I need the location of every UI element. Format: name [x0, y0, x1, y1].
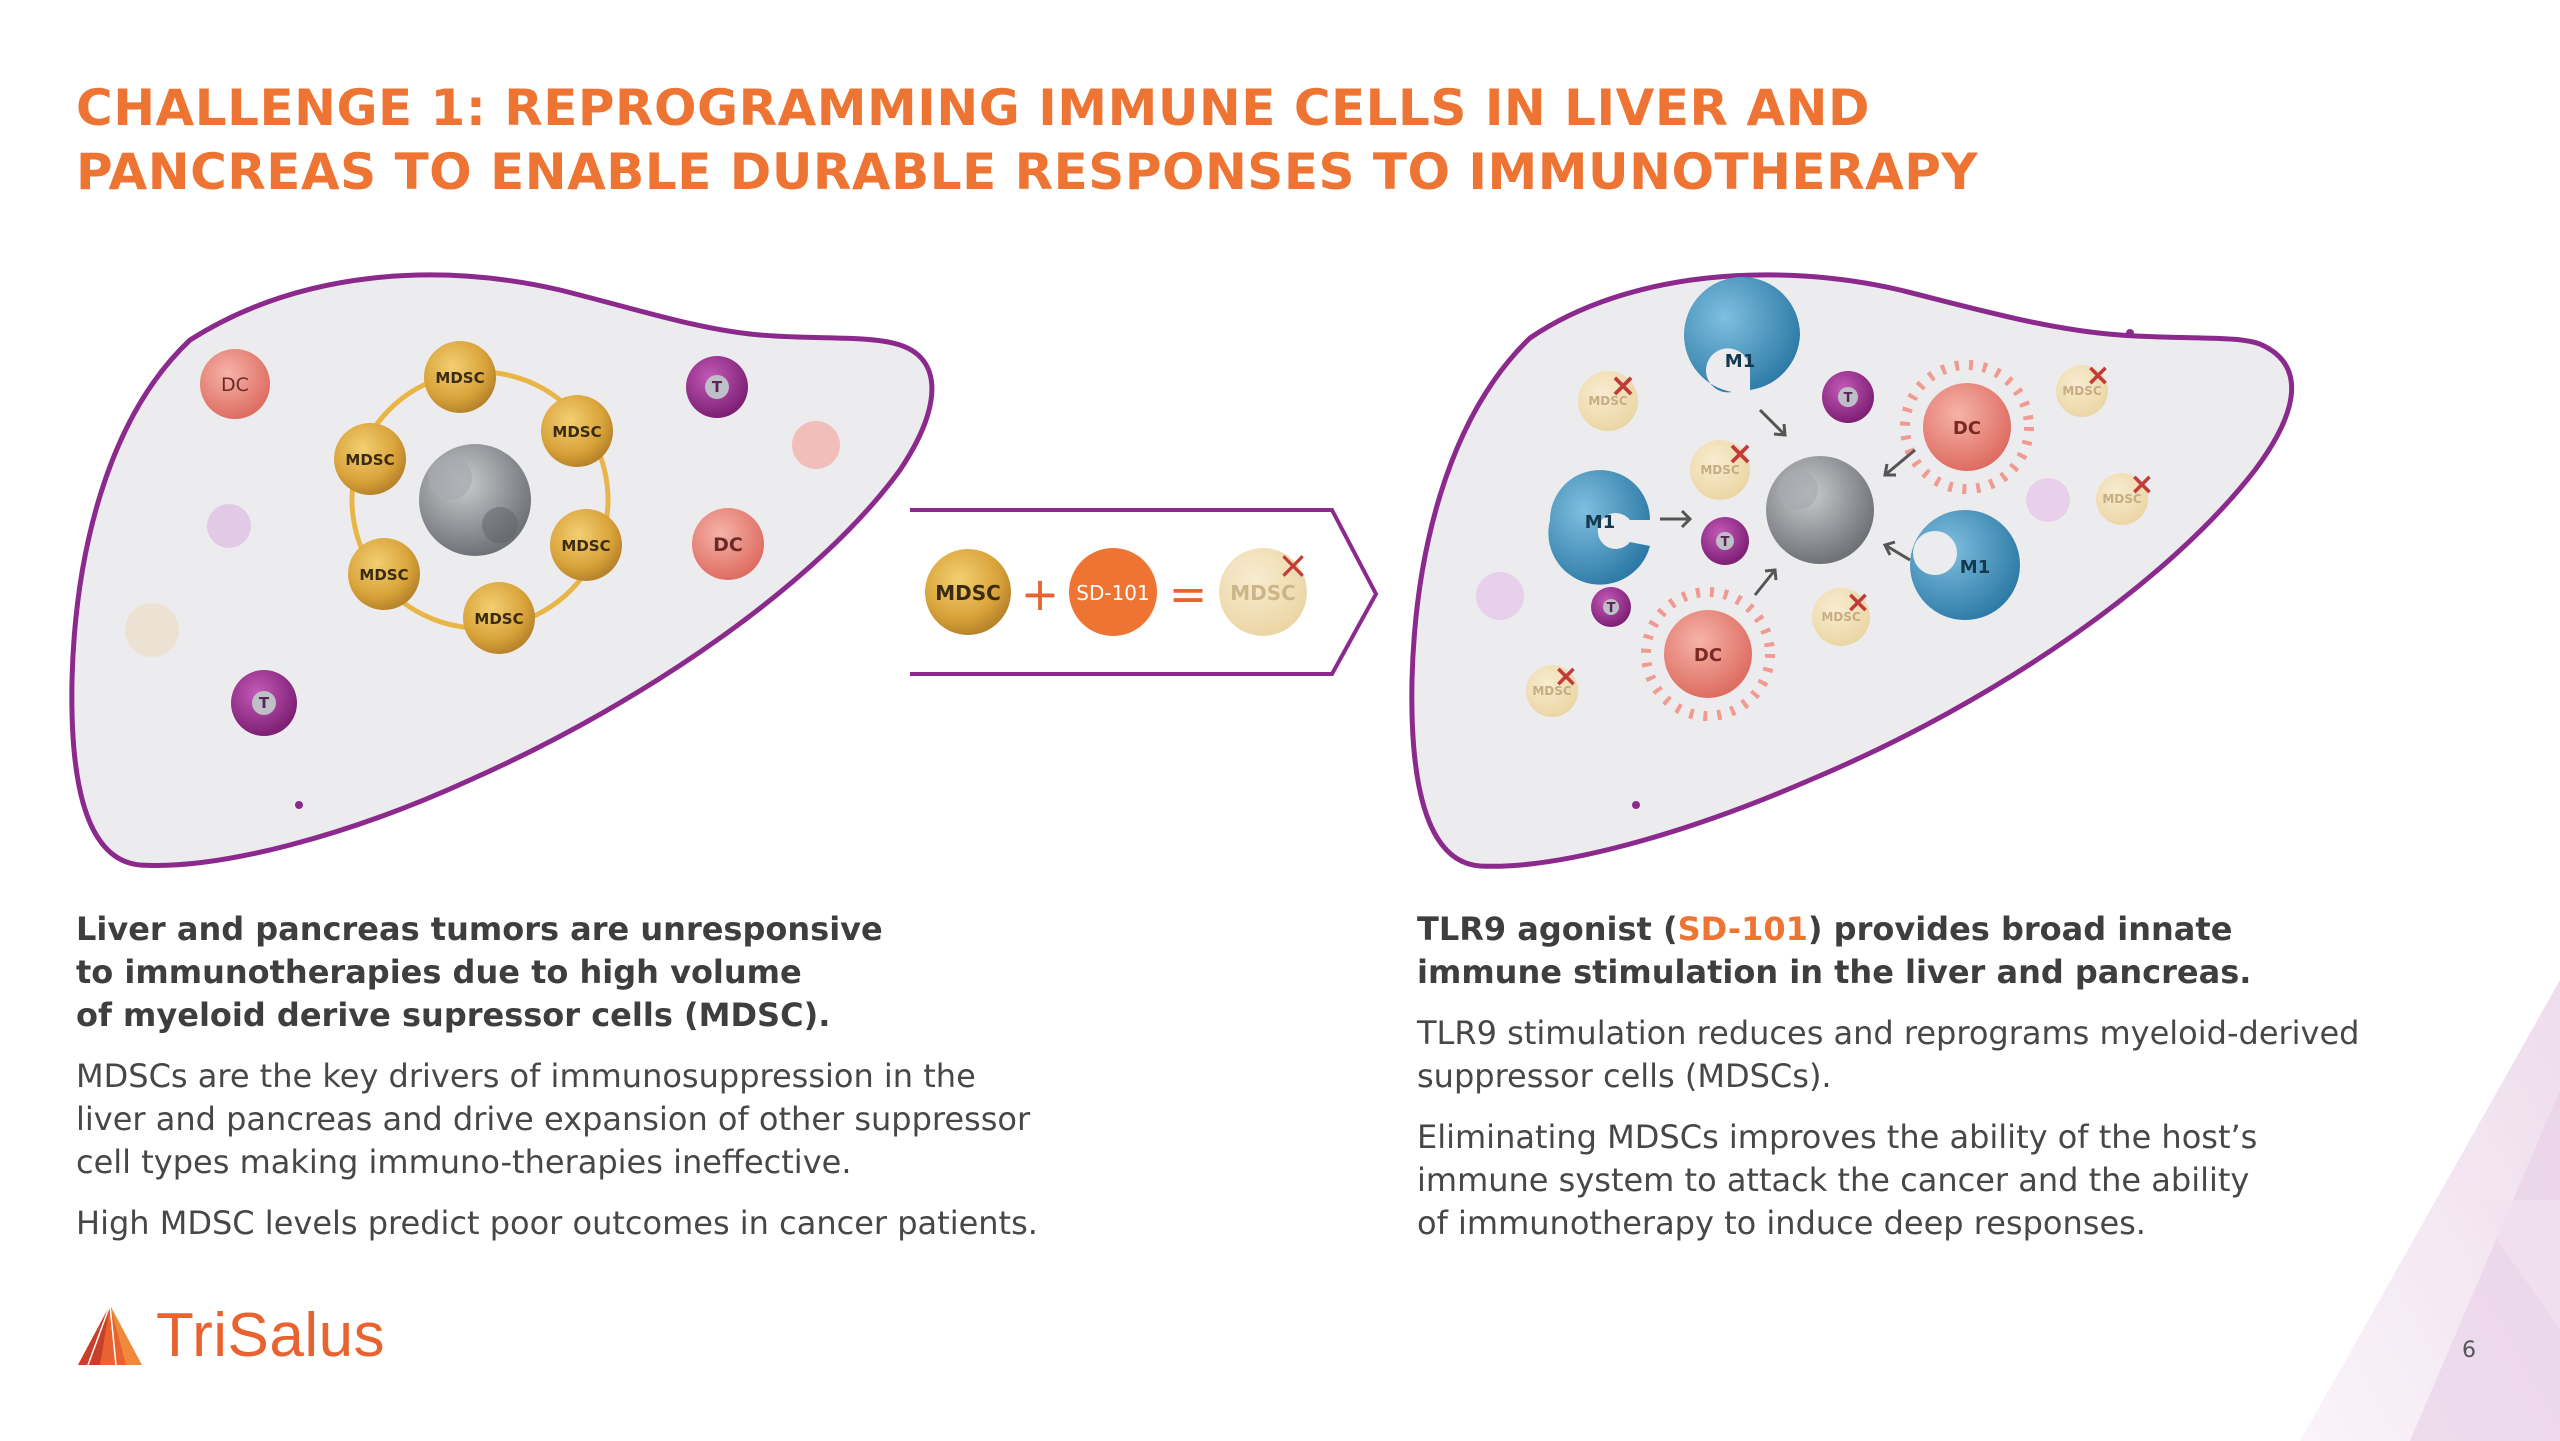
x-mark: × [2129, 467, 2154, 502]
x-mark: × [1727, 434, 1754, 472]
mdsc-label: MDSC [552, 423, 601, 441]
liver-dot [1632, 801, 1640, 809]
mdsc-cells-left: MDSC MDSC MDSC MDSC MDSC MDSC [334, 341, 622, 654]
dc-label: DC [1694, 645, 1722, 666]
eq-mdsc-faded-label: MDSC [1230, 581, 1296, 605]
trisalus-logo: TriSalus [76, 1300, 385, 1370]
t-label: T [259, 694, 270, 712]
right-heading-line: immune stimulation in the liver and panc… [1417, 953, 2252, 991]
left-heading: Liver and pancreas tumors are unresponsi… [76, 908, 1076, 1037]
left-body-line: cell types making immuno-therapies ineff… [76, 1143, 852, 1181]
eq-mdsc-label: MDSC [935, 581, 1001, 605]
title-line-2: PANCREAS TO ENABLE DURABLE RESPONSES TO … [76, 143, 1979, 201]
arrows-right [1660, 408, 1916, 596]
t-cells-left: T T [125, 356, 748, 736]
x-mark: × [2085, 358, 2110, 393]
eq-drug-label: SD-101 [1076, 581, 1150, 605]
mdsc-label: MDSC [561, 537, 610, 555]
left-body-line: MDSCs are the key drivers of immunosuppr… [76, 1057, 976, 1095]
left-body-1: MDSCs are the key drivers of immunosuppr… [76, 1055, 1076, 1184]
equation-banner: MDSC + SD-101 = MDSC × [910, 508, 1379, 676]
mdsc-label: MDSC [1532, 684, 1572, 698]
dc-label: DC [221, 374, 249, 396]
mdsc-label: MDSC [359, 566, 408, 584]
page-number: 6 [2462, 1338, 2476, 1363]
x-mark: × [1845, 585, 1870, 620]
mdsc-label: MDSC [474, 610, 523, 628]
title-line-1: CHALLENGE 1: REPROGRAMMING IMMUNE CELLS … [76, 79, 1870, 137]
right-heading-post: ) provides broad innate [1807, 910, 2233, 948]
left-text-block: Liver and pancreas tumors are unresponsi… [76, 908, 1076, 1263]
right-body-1: TLR9 stimulation reduces and reprograms … [1417, 1012, 2417, 1098]
tumor-right [1766, 456, 1874, 564]
right-body-line: immune system to attack the cancer and t… [1417, 1161, 2250, 1199]
liver-left [69, 272, 935, 868]
logo-triangle-icon [78, 1304, 142, 1366]
right-body-line: of immunotherapy to induce deep response… [1417, 1204, 2146, 1242]
mdsc-cells-right-eliminated: MDSC × MDSC × MDSC × MDSC × MDSC × MDSC … [1526, 358, 2155, 717]
page-title: CHALLENGE 1: REPROGRAMMING IMMUNE CELLS … [76, 76, 2276, 204]
mdsc-label: MDSC [345, 451, 394, 469]
eq-cross: × [1277, 543, 1309, 587]
left-heading-line: Liver and pancreas tumors are unresponsi… [76, 910, 883, 948]
left-heading-line: of myeloid derive supressor cells (MDSC)… [76, 996, 831, 1034]
logo-text: TriSalus [156, 1300, 386, 1370]
liver-dot [2126, 329, 2134, 337]
dc-cells-right: DC DC [1641, 360, 2034, 721]
left-body-2: High MDSC levels predict poor outcomes i… [76, 1204, 1038, 1242]
decorative-triangles [2300, 980, 2560, 1441]
right-heading: TLR9 agonist (SD-101) provides broad inn… [1417, 908, 2417, 994]
liver-right [1409, 272, 2295, 869]
dc-cells-left: DC DC [200, 349, 840, 580]
right-heading-pre: TLR9 agonist ( [1417, 910, 1678, 948]
eq-equals: = [1169, 567, 1208, 621]
left-body-line: liver and pancreas and drive expansion o… [76, 1100, 1031, 1138]
t-label: T [1844, 391, 1853, 406]
right-body-line: TLR9 stimulation reduces and reprograms … [1417, 1014, 2360, 1052]
mdsc-label: MDSC [435, 369, 484, 387]
dc-label: DC [1953, 418, 1981, 439]
tumor-left [419, 444, 531, 556]
t-label: T [1607, 601, 1616, 616]
drug-name-highlight: SD-101 [1677, 910, 1808, 948]
t-label: T [1721, 535, 1730, 550]
right-body-line: suppressor cells (MDSCs). [1417, 1057, 1832, 1095]
m1-cells: M1 M1 M1 [1548, 277, 2020, 620]
x-mark: × [1610, 366, 1637, 404]
mdsc-label: MDSC [2102, 492, 2142, 506]
liver-dot [295, 801, 303, 809]
right-text-block: TLR9 agonist (SD-101) provides broad inn… [1417, 908, 2417, 1263]
eq-plus: + [1021, 567, 1060, 621]
mdsc-label: MDSC [1588, 394, 1628, 408]
right-body-line: Eliminating MDSCs improves the ability o… [1417, 1118, 2258, 1156]
t-cells-right: T T T [1476, 371, 2070, 627]
mdsc-label: MDSC [1700, 463, 1740, 477]
m1-label: M1 [1725, 351, 1755, 372]
x-mark: × [1553, 659, 1578, 694]
t-label: T [712, 378, 723, 396]
left-heading-line: to immunotherapies due to high volume [76, 953, 802, 991]
mdsc-label: MDSC [1821, 610, 1861, 624]
m1-label: M1 [1960, 557, 1990, 578]
right-body-2: Eliminating MDSCs improves the ability o… [1417, 1116, 2417, 1245]
mdsc-label: MDSC [2062, 384, 2102, 398]
dc-label: DC [713, 534, 743, 556]
m1-label: M1 [1585, 512, 1615, 533]
